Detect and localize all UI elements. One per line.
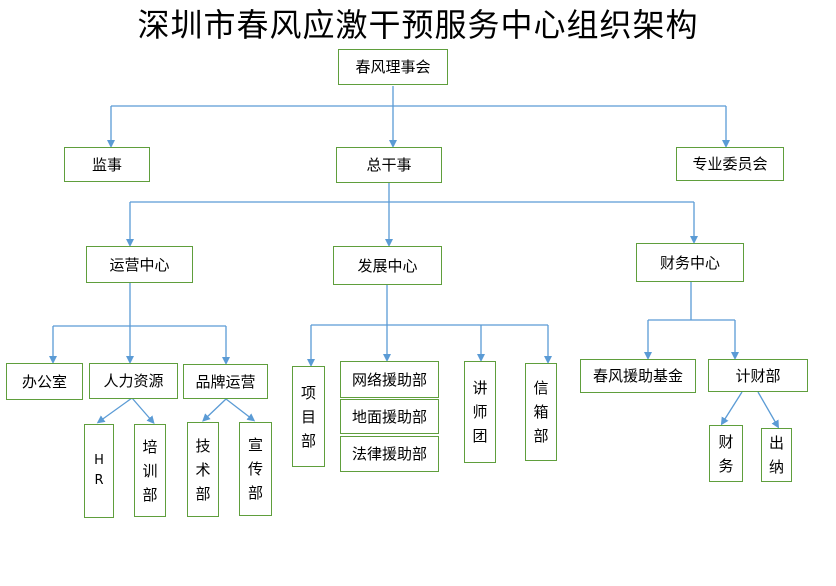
finance-char-2: 务 bbox=[718, 456, 734, 475]
training-char-3: 部 bbox=[142, 485, 158, 504]
node-director-general: 总干事 bbox=[336, 147, 442, 183]
cashier-char-2: 纳 bbox=[768, 458, 784, 476]
connector-to-publicity bbox=[225, 398, 256, 422]
project-char-3: 部 bbox=[300, 431, 316, 450]
connector-to-training bbox=[131, 397, 155, 425]
mailbox-char-3: 部 bbox=[533, 427, 549, 445]
mailbox-char-1: 信 bbox=[533, 379, 549, 397]
connector-to-finance-dept bbox=[720, 391, 743, 426]
lecturer-char-1: 讲 bbox=[472, 379, 488, 397]
node-lecturer-team: 讲 师 团 bbox=[464, 361, 496, 463]
node-finance-center: 财务中心 bbox=[636, 243, 744, 282]
node-brand-operations: 品牌运营 bbox=[183, 364, 268, 399]
project-char-1: 项 bbox=[300, 383, 316, 402]
tech-char-1: 技 bbox=[195, 436, 211, 455]
tech-char-2: 术 bbox=[195, 460, 211, 479]
node-legal-aid-dept: 法律援助部 bbox=[340, 436, 439, 472]
publicity-char-3: 部 bbox=[247, 484, 263, 502]
publicity-char-2: 传 bbox=[247, 460, 263, 478]
node-project-dept: 项 目 部 bbox=[292, 366, 325, 467]
connector-to-cashier bbox=[757, 391, 779, 429]
cashier-char-1: 出 bbox=[768, 434, 784, 452]
node-board: 春风理事会 bbox=[338, 49, 448, 85]
mailbox-char-2: 箱 bbox=[533, 403, 549, 421]
node-spring-aid-fund: 春风援助基金 bbox=[580, 359, 696, 393]
node-mailbox-dept: 信 箱 部 bbox=[525, 363, 557, 461]
finance-char-1: 财 bbox=[718, 432, 734, 451]
publicity-char-1: 宣 bbox=[247, 436, 263, 454]
connector-to-tech bbox=[202, 398, 227, 422]
node-tech-dept: 技 术 部 bbox=[187, 422, 219, 517]
connector-to-hr bbox=[96, 397, 133, 424]
training-char-2: 训 bbox=[142, 461, 158, 480]
node-training-dept: 培 训 部 bbox=[134, 424, 166, 517]
node-cashier: 出 纳 bbox=[761, 428, 792, 482]
node-supervisor: 监事 bbox=[64, 147, 150, 182]
training-char-1: 培 bbox=[142, 437, 158, 456]
hr-char-1: H bbox=[94, 453, 104, 468]
project-char-2: 目 bbox=[300, 407, 316, 426]
lecturer-char-2: 师 bbox=[472, 403, 488, 421]
node-online-aid-dept: 网络援助部 bbox=[340, 361, 439, 398]
node-operations-center: 运营中心 bbox=[86, 246, 193, 283]
node-human-resources: 人力资源 bbox=[89, 363, 178, 399]
node-hr: H R bbox=[84, 424, 114, 518]
node-accounting-dept: 计财部 bbox=[708, 359, 808, 392]
node-finance-dept: 财 务 bbox=[709, 425, 743, 482]
lecturer-char-3: 团 bbox=[472, 427, 488, 445]
node-office: 办公室 bbox=[6, 363, 83, 400]
chart-title: 深圳市春风应激干预服务中心组织架构 bbox=[137, 6, 699, 44]
node-expert-committee: 专业委员会 bbox=[676, 147, 784, 181]
node-ground-aid-dept: 地面援助部 bbox=[340, 399, 439, 434]
node-development-center: 发展中心 bbox=[333, 246, 442, 285]
tech-char-3: 部 bbox=[195, 484, 211, 503]
hr-char-2: R bbox=[94, 473, 104, 488]
node-publicity-dept: 宣 传 部 bbox=[239, 422, 272, 516]
